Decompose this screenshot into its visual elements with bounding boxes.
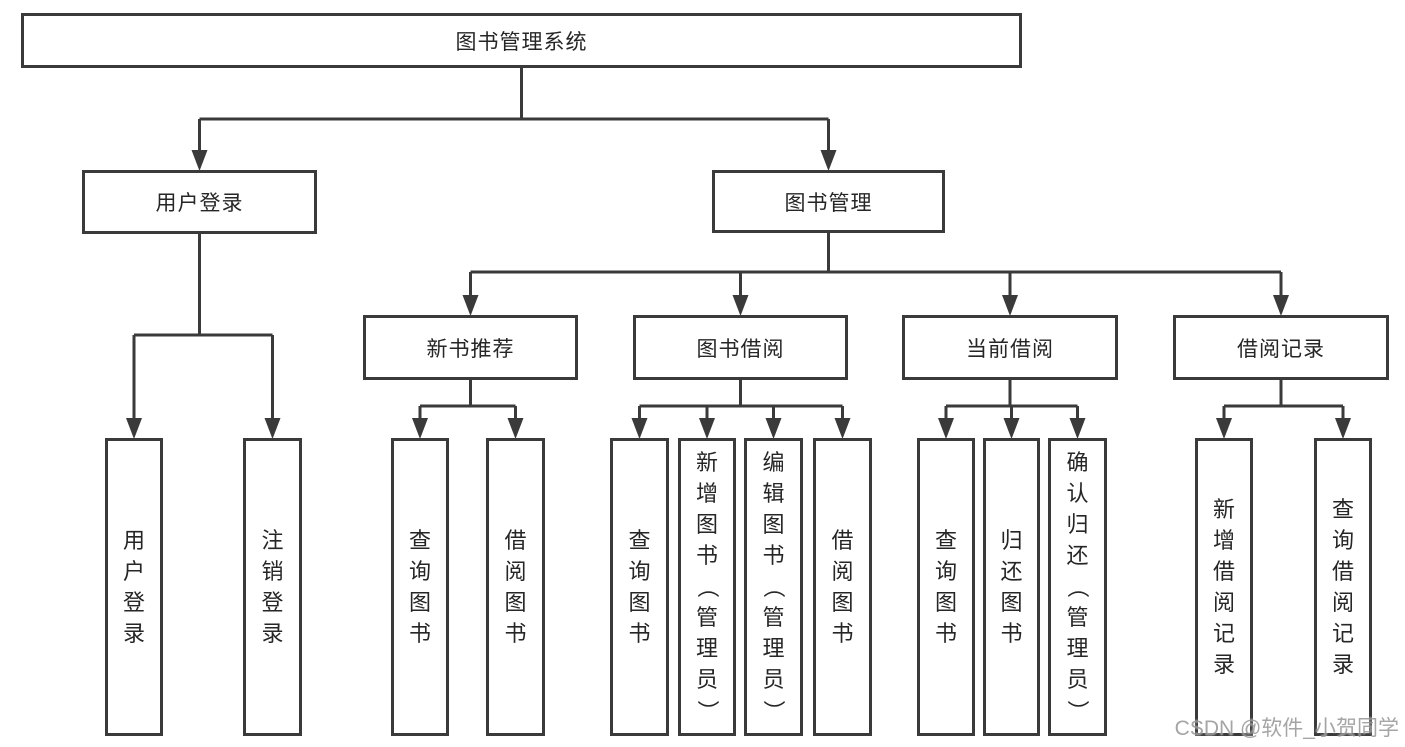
node-label-vertical: 查询图书 <box>408 527 431 646</box>
node-label-vertical: 查询借阅记录 <box>1331 496 1354 677</box>
node-root: 图书管理系统 <box>21 13 1022 68</box>
node-label-vertical: 新增借阅记录 <box>1212 496 1235 677</box>
node-label: 借阅记录 <box>1237 337 1325 361</box>
node-label-vertical: 借阅图书 <box>831 527 854 646</box>
node-v-edit-book: 编辑图书（管理员） <box>744 438 803 736</box>
node-label-vertical: 用户登录 <box>122 527 145 646</box>
node-v-query-book-1: 查询图书 <box>391 438 449 736</box>
node-current-borrow: 当前借阅 <box>902 315 1118 380</box>
node-borrow-record: 借阅记录 <box>1173 315 1389 380</box>
node-v-borrow-book-2: 借阅图书 <box>813 438 872 736</box>
watermark: CSDN @软件_小贺同学 <box>1174 717 1399 740</box>
node-label-vertical: 注销登录 <box>261 527 284 646</box>
node-v-add-record: 新增借阅记录 <box>1195 438 1253 736</box>
node-label-vertical: 确认归还（管理员） <box>1065 450 1091 723</box>
node-new-book: 新书推荐 <box>363 315 578 380</box>
node-label-vertical: 新增图书（管理员） <box>694 450 720 723</box>
node-book-mgmt: 图书管理 <box>712 170 945 233</box>
node-label-vertical: 查询图书 <box>628 527 651 646</box>
node-label: 当前借阅 <box>966 337 1054 361</box>
node-label-vertical: 编辑图书（管理员） <box>761 450 787 723</box>
node-v-add-book: 新增图书（管理员） <box>678 438 736 736</box>
node-label: 图书管理 <box>784 191 873 215</box>
node-label: 新书推荐 <box>426 337 515 361</box>
node-label: 图书借阅 <box>696 337 785 361</box>
node-label: 图书管理系统 <box>455 30 588 54</box>
node-v-query-book-2: 查询图书 <box>610 438 669 736</box>
node-v-borrow-book-1: 借阅图书 <box>486 438 545 736</box>
node-label-vertical: 归还图书 <box>1000 527 1023 646</box>
node-v-user-login: 用户登录 <box>105 438 163 736</box>
node-label-vertical: 借阅图书 <box>504 527 527 646</box>
node-v-logout: 注销登录 <box>243 438 302 736</box>
node-v-return-book: 归还图书 <box>983 438 1040 736</box>
node-label: 用户登录 <box>155 192 244 215</box>
node-v-query-record: 查询借阅记录 <box>1314 438 1372 736</box>
node-book-borrow: 图书借阅 <box>633 315 848 380</box>
node-label-vertical: 查询图书 <box>934 527 957 646</box>
node-v-confirm-return: 确认归还（管理员） <box>1048 438 1107 736</box>
node-v-query-book-3: 查询图书 <box>917 438 975 736</box>
node-user-login: 用户登录 <box>82 170 317 234</box>
